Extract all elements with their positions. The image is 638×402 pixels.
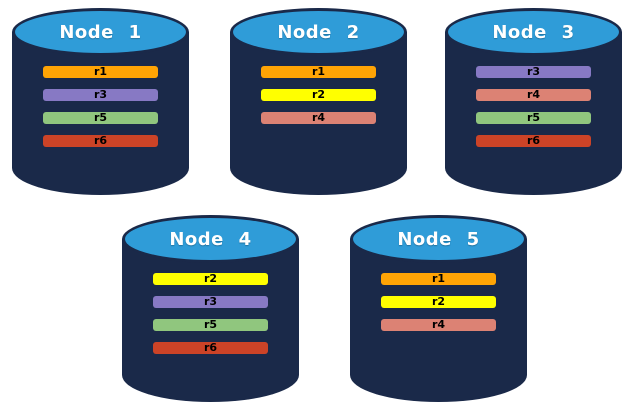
cylinder-top-ellipse: Node 5 [350,215,527,263]
replica-bar-r5: r5 [43,112,158,124]
replica-list: r1 r3 r5 r6 [12,66,189,158]
node-cylinder: Node 5 r1 r2 r4 [350,215,527,402]
replica-bar-r1: r1 [261,66,376,78]
replica-bar-r3: r3 [476,66,591,78]
replica-bar-r6: r6 [476,135,591,147]
node-cylinder: Node 3 r3 r4 r5 r6 [445,8,622,195]
cylinder-top-ellipse: Node 3 [445,8,622,56]
node-cylinder: Node 2 r1 r2 r4 [230,8,407,195]
node-label: Node 4 [169,228,252,250]
node-cylinder: Node 4 r2 r3 r5 r6 [122,215,299,402]
node-label: Node 5 [397,228,480,250]
cylinder-top-ellipse: Node 4 [122,215,299,263]
replica-bar-r2: r2 [153,273,268,285]
cylinder-top-ellipse: Node 2 [230,8,407,56]
replica-list: r3 r4 r5 r6 [445,66,622,158]
replica-bar-r4: r4 [261,112,376,124]
replica-bar-r3: r3 [43,89,158,101]
replica-bar-r5: r5 [476,112,591,124]
replica-list: r2 r3 r5 r6 [122,273,299,365]
replica-bar-r5: r5 [153,319,268,331]
replica-bar-r4: r4 [476,89,591,101]
replica-bar-r4: r4 [381,319,496,331]
replica-bar-r2: r2 [261,89,376,101]
replica-bar-r2: r2 [381,296,496,308]
replica-bar-r3: r3 [153,296,268,308]
cylinder-top-ellipse: Node 1 [12,8,189,56]
node-cylinder: Node 1 r1 r3 r5 r6 [12,8,189,195]
replica-bar-r1: r1 [381,273,496,285]
replica-bar-r6: r6 [43,135,158,147]
node-label: Node 1 [59,21,142,43]
replica-list: r1 r2 r4 [230,66,407,135]
replica-bar-r1: r1 [43,66,158,78]
node-label: Node 2 [277,21,360,43]
replica-list: r1 r2 r4 [350,273,527,342]
replica-bar-r6: r6 [153,342,268,354]
node-label: Node 3 [492,21,575,43]
